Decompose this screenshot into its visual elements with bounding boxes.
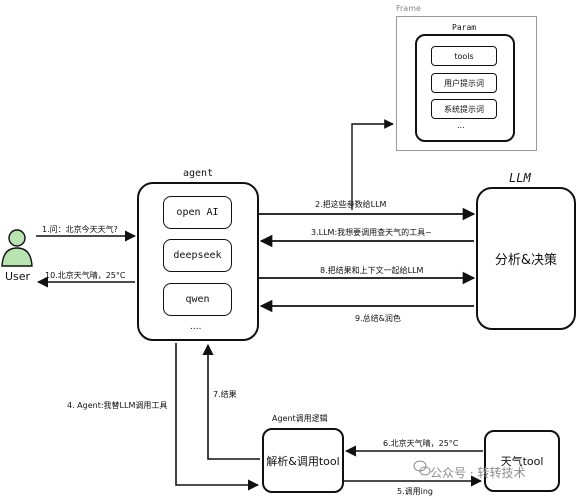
model-deepseek-label: deepseek: [173, 250, 222, 261]
model-qwen-label: qwen: [185, 294, 210, 305]
param-item-system-prompt: 系统提示词: [431, 99, 497, 119]
llm-box: 分析&决策: [476, 187, 576, 330]
arrow-7: [202, 343, 260, 460]
model-openai: open AI: [163, 196, 232, 229]
model-qwen: qwen: [163, 283, 232, 316]
agent-ellipsis: ....: [190, 322, 202, 332]
arrow-1-label: 1.问：北京今天天气?: [42, 225, 118, 234]
weather-tool-label: 天气tool: [500, 455, 544, 468]
param-item-user-prompt: 用户提示词: [431, 73, 497, 93]
param-item-system-prompt-label: 系统提示词: [444, 104, 484, 114]
watermark: 公众号 · 转转技术: [430, 466, 526, 480]
parser-box: 解析&调用tool: [262, 428, 344, 493]
param-item-tools: tools: [431, 46, 497, 66]
wechat-icon: [413, 460, 431, 476]
arrow-2-label: 2.把这些参数给LLM: [315, 200, 387, 209]
arrow-3-label: 3.LLM:我想要调用查天气的工具~: [311, 228, 432, 237]
model-deepseek: deepseek: [163, 239, 232, 272]
arrow-4-label: 4. Agent:我替LLM调用工具: [67, 401, 168, 410]
parser-title: Agent调用逻辑: [272, 414, 328, 423]
arrow-9-label: 9.总结&润色: [355, 314, 401, 323]
arrow-4: [175, 343, 260, 491]
param-ellipsis: ...: [457, 121, 465, 130]
llm-title: LLM: [509, 171, 531, 185]
param-item-user-prompt-label: 用户提示词: [444, 78, 484, 88]
arrow-10-label: 10.北京天气晴，25°C: [45, 271, 126, 280]
arrow-6-label: 6.北京天气晴，25°C: [383, 439, 459, 448]
arrow-to-frame: [351, 119, 394, 210]
arrow-8-label: 8.把结果和上下文一起给LLM: [320, 266, 424, 275]
param-title: Param: [452, 23, 477, 32]
weather-tool-box: 天气tool: [484, 430, 560, 492]
llm-body-label: 分析&决策: [494, 253, 558, 268]
user-label: User: [5, 270, 31, 283]
user-icon: [1, 229, 33, 267]
arrow-7-label: 7.结果: [213, 390, 237, 399]
parser-body-label: 解析&调用tool: [266, 454, 340, 468]
frame-title: Frame: [396, 4, 421, 13]
model-openai-label: open AI: [176, 207, 219, 218]
agent-title: agent: [183, 168, 214, 179]
param-item-tools-label: tools: [454, 51, 474, 61]
arrow-5-label: 5.调用ing: [397, 487, 434, 496]
